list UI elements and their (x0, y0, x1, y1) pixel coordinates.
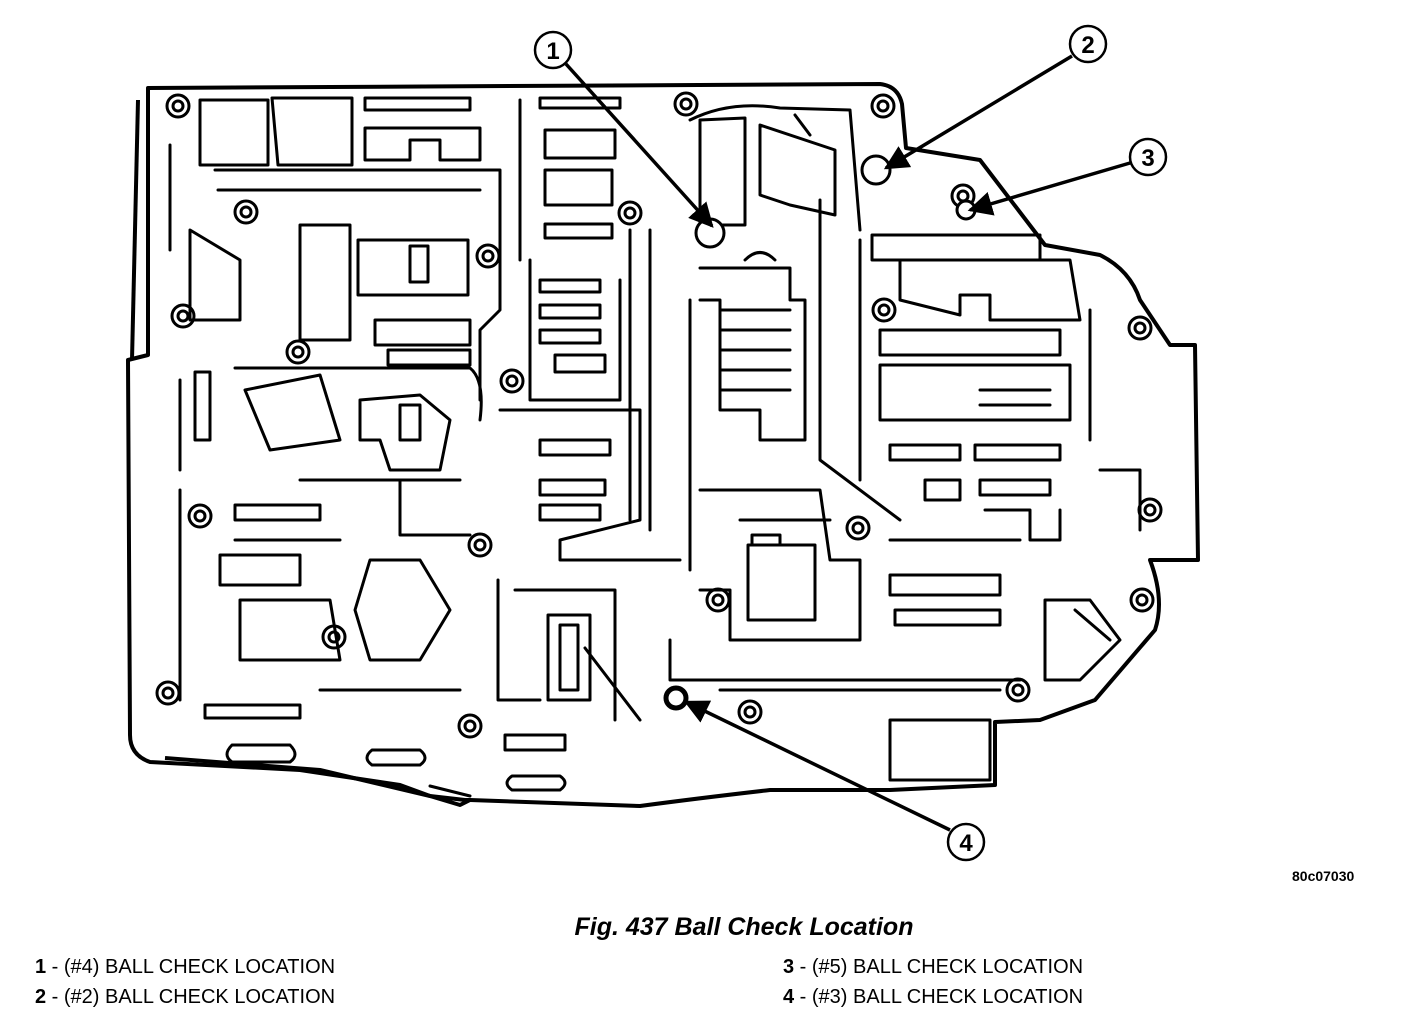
legend-item-text: - (#2) BALL CHECK LOCATION (46, 986, 336, 1008)
fluid-passages (168, 96, 1142, 798)
legend-item-4: 4 - (#3) BALL CHECK LOCATION (783, 986, 1083, 1009)
callout-1-number: 1 (546, 38, 559, 65)
valve-body-outline (126, 82, 1200, 808)
callout-4-number: 4 (959, 830, 973, 857)
legend-item-number: 2 (35, 986, 47, 1008)
figure-code: 80c07030 (1292, 868, 1355, 884)
legend-item-2: 2 - (#2) BALL CHECK LOCATION (35, 986, 335, 1009)
callout-1: 1 (533, 30, 714, 228)
valve-body-diagram: 1 2 3 4 (126, 24, 1200, 862)
figure-caption: Fig. 437 Ball Check Location (574, 913, 914, 941)
legend-item-number: 4 (783, 986, 795, 1008)
callout-3-number: 3 (1141, 145, 1154, 172)
callout-4: 4 (683, 700, 986, 862)
legend-item-number: 3 (783, 956, 795, 978)
legend-item-3: 3 - (#5) BALL CHECK LOCATION (783, 956, 1083, 979)
legend-item-1: 1 - (#4) BALL CHECK LOCATION (35, 956, 335, 979)
callout-3: 3 (967, 137, 1168, 216)
legend-item-text: - (#4) BALL CHECK LOCATION (46, 956, 336, 978)
callout-2-number: 2 (1081, 32, 1094, 59)
legend-item-number: 1 (35, 956, 47, 978)
bolt-holes (155, 91, 1163, 739)
legend-item-text: - (#3) BALL CHECK LOCATION (794, 986, 1084, 1008)
callout-2: 2 (883, 24, 1108, 170)
legend-item-text: - (#5) BALL CHECK LOCATION (794, 956, 1084, 978)
